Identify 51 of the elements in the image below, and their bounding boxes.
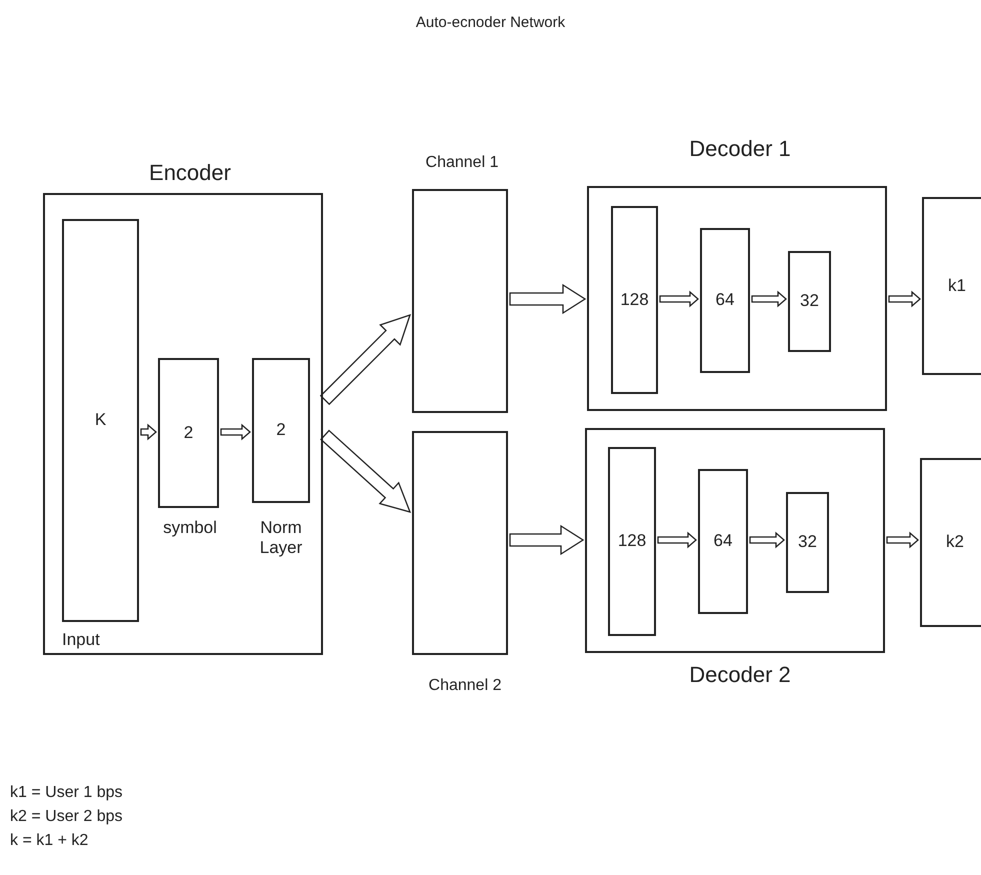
- output-box: [920, 458, 981, 627]
- layer-size-label: K: [94, 411, 106, 430]
- channel-box: [412, 431, 508, 655]
- layer-box: [608, 447, 656, 636]
- layer-box: [252, 358, 310, 503]
- layer-size-label: 2: [184, 424, 194, 442]
- block-arrow: [140, 424, 157, 440]
- block-arrow: [888, 290, 921, 308]
- output-box: [922, 197, 981, 375]
- panel-title: Channel 2: [428, 677, 502, 696]
- panel-title: Encoder: [148, 160, 232, 186]
- layer-size-label: k2: [946, 533, 964, 552]
- block-arrow: [657, 532, 697, 548]
- layer-caption: Norm Layer: [258, 518, 304, 558]
- note-text: k = k1 + k2: [10, 832, 88, 850]
- layer-size-label: 64: [716, 291, 734, 310]
- panel-title: Channel 1: [424, 154, 500, 172]
- layer-box: [788, 251, 831, 352]
- block-arrow: [749, 532, 785, 548]
- block-arrow: [509, 284, 586, 314]
- block-arrow: [886, 532, 919, 548]
- layer-box: [698, 469, 748, 614]
- layer-size-label: 128: [620, 290, 649, 310]
- panel-title: Decoder 1: [688, 136, 792, 162]
- block-arrow: [320, 430, 412, 513]
- channel-box: [412, 189, 508, 413]
- diagram-title: Auto-ecnoder Network: [414, 14, 566, 32]
- block-arrow: [320, 314, 412, 406]
- layer-box: [62, 219, 139, 622]
- layer-size-label: 128: [618, 532, 646, 551]
- layer-size-label: 64: [714, 532, 732, 551]
- layer-caption: symbol: [162, 518, 218, 538]
- layer-box: [611, 206, 658, 394]
- note-text: k2 = User 2 bps: [10, 808, 122, 826]
- note-text: k1 = User 1 bps: [10, 784, 122, 802]
- layer-caption: Input: [62, 630, 100, 650]
- layer-box: [786, 492, 829, 593]
- layer-box: [158, 358, 219, 508]
- module-panel: [587, 186, 887, 411]
- block-arrow: [659, 290, 699, 308]
- layer-box: [700, 228, 750, 373]
- panel-title: Decoder 2: [688, 662, 792, 688]
- layer-size-label: 32: [800, 292, 819, 311]
- layer-size-label: k1: [948, 276, 966, 296]
- block-arrow: [509, 524, 584, 556]
- layer-size-label: 2: [276, 421, 286, 440]
- module-panel: [585, 428, 885, 653]
- block-arrow: [220, 424, 251, 440]
- block-arrow: [751, 290, 787, 308]
- layer-size-label: 32: [798, 533, 817, 552]
- module-panel: [43, 193, 323, 655]
